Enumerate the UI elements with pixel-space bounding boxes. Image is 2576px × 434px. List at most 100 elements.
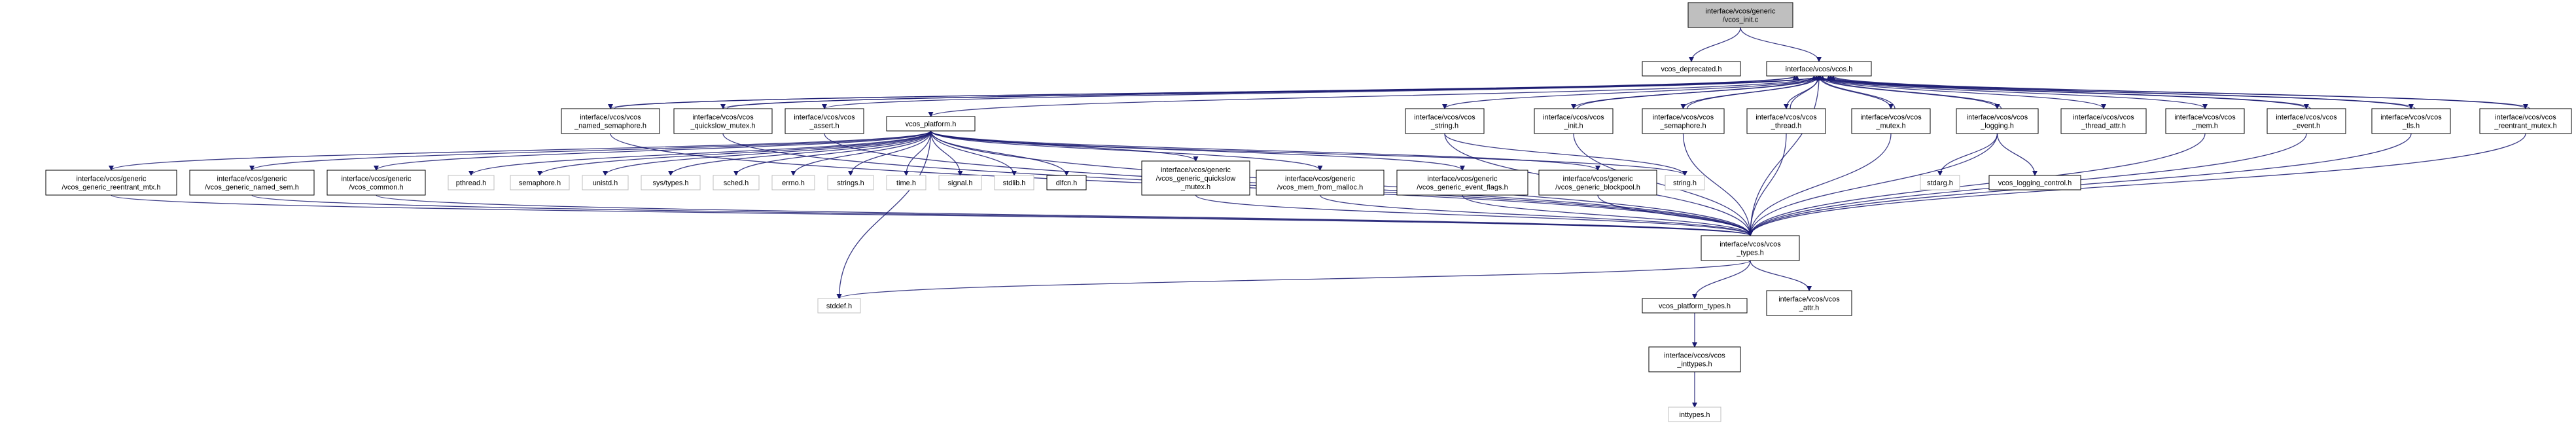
node-generic-vcos-common-h[interactable]: interface/vcos/generic/vcos_common.h bbox=[326, 170, 426, 196]
node-dlfcn-h[interactable]: dlfcn.h bbox=[1046, 175, 1087, 190]
node-vcos-string-h[interactable]: interface/vcos/vcos_string.h bbox=[1405, 108, 1485, 134]
node-label: _thread.h bbox=[1771, 122, 1801, 130]
node-label: sys/types.h bbox=[652, 179, 688, 187]
node-vcos-thread-h[interactable]: interface/vcos/vcos_thread.h bbox=[1746, 108, 1826, 134]
node-generic-mem-from-malloc-h[interactable]: interface/vcos/generic/vcos_mem_from_mal… bbox=[1256, 170, 1385, 196]
node-box bbox=[1396, 170, 1528, 196]
node-box bbox=[189, 170, 315, 196]
node-vcos-platform-types-h[interactable]: vcos_platform_types.h bbox=[1642, 298, 1748, 314]
node-vcos-inttypes-h[interactable]: interface/vcos/vcos_inttypes.h bbox=[1648, 346, 1741, 372]
node-strings-h[interactable]: strings.h bbox=[827, 175, 874, 190]
node-stddef-h[interactable]: stddef.h bbox=[817, 298, 861, 314]
include-edge bbox=[1818, 75, 2106, 109]
node-box bbox=[1988, 175, 2081, 190]
include-edge bbox=[1692, 260, 1751, 299]
node-semaphore-h[interactable]: semaphore.h bbox=[510, 175, 570, 190]
node-vcos-semaphore-h[interactable]: interface/vcos/vcos_semaphore.h bbox=[1642, 108, 1725, 134]
include-edge bbox=[468, 130, 932, 176]
node-vcos-init-h[interactable]: interface/vcos/vcos_init.h bbox=[1534, 108, 1614, 134]
include-edge bbox=[822, 75, 1820, 109]
dependency-nodes: interface/vcos/generic/vcos_init.c vcos_d… bbox=[45, 2, 2572, 422]
node-errno-h[interactable]: errno.h bbox=[771, 175, 815, 190]
node-label: sched.h bbox=[724, 179, 749, 187]
node-label: interface/vcos/vcos bbox=[2276, 114, 2337, 122]
node-box bbox=[641, 175, 701, 190]
include-edge bbox=[376, 194, 1753, 236]
node-inttypes-h[interactable]: inttypes.h bbox=[1668, 407, 1721, 422]
include-edge bbox=[1573, 133, 1753, 236]
node-vcos-event-h[interactable]: interface/vcos/vcos_event.h bbox=[2267, 108, 2346, 134]
node-label: interface/vcos/vcos.h bbox=[1786, 65, 1853, 73]
node-vcos-named-semaphore-h[interactable]: interface/vcos/vcos_named_semaphore.h bbox=[561, 108, 660, 134]
node-label: _string.h bbox=[1430, 122, 1458, 130]
include-edge bbox=[1826, 75, 2311, 109]
node-vcos-assert-h[interactable]: interface/vcos/vcos_assert.h bbox=[785, 108, 864, 134]
node-vcos-mem-h[interactable]: interface/vcos/vcos_mem.h bbox=[2165, 108, 2245, 134]
node-vcos-logging-control-h[interactable]: vcos_logging_control.h bbox=[1988, 175, 2081, 190]
node-string-h[interactable]: string.h bbox=[1665, 175, 1705, 190]
include-edge bbox=[1820, 75, 2002, 109]
node-label: interface/vcos/vcos bbox=[2073, 114, 2134, 122]
node-label: _assert.h bbox=[809, 122, 839, 130]
node-label: _logging.h bbox=[1980, 122, 2014, 130]
node-box bbox=[2267, 108, 2346, 134]
node-box bbox=[1642, 108, 1725, 134]
node-vcos-reentrant-mutex-h[interactable]: interface/vcos/vcos_reentrant_mutex.h bbox=[2479, 108, 2572, 134]
node-vcos-quickslow-mutex-h[interactable]: interface/vcos/vcos_quickslow_mutex.h bbox=[673, 108, 773, 134]
node-signal-h[interactable]: signal.h bbox=[938, 175, 982, 190]
node-vcos-tls-h[interactable]: interface/vcos/vcos_tls.h bbox=[2371, 108, 2451, 134]
node-label: stdarg.h bbox=[1927, 179, 1953, 187]
node-box bbox=[1256, 170, 1385, 196]
include-edge bbox=[1818, 75, 2208, 109]
node-vcos-thread-attr-h[interactable]: interface/vcos/vcos_thread_attr.h bbox=[2060, 108, 2147, 134]
node-pthread-h[interactable]: pthread.h bbox=[448, 175, 495, 190]
node-box bbox=[2479, 108, 2572, 134]
node-vcos-types-h[interactable]: interface/vcos/vcos_types.h bbox=[1701, 235, 1800, 261]
node-vcos-mutex-h[interactable]: interface/vcos/vcos_mutex.h bbox=[1851, 108, 1931, 134]
node-vcos-attr-h[interactable]: interface/vcos/vcos_attr.h bbox=[1766, 290, 1852, 316]
node-label: interface/vcos/vcos bbox=[2495, 114, 2556, 122]
node-vcos-deprecated-h[interactable]: vcos_deprecated.h bbox=[1642, 61, 1741, 77]
node-vcos-h[interactable]: interface/vcos/vcos.h bbox=[1766, 61, 1872, 77]
node-box bbox=[582, 175, 629, 190]
include-edge bbox=[668, 130, 932, 176]
node-label: string.h bbox=[1673, 179, 1697, 187]
node-label: interface/vcos/vcos bbox=[794, 114, 855, 122]
node-generic-reentrant-mtx-h[interactable]: interface/vcos/generic/vcos_generic_reen… bbox=[45, 170, 177, 196]
node-time-h[interactable]: time.h bbox=[886, 175, 926, 190]
node-stdarg-h[interactable]: stdarg.h bbox=[1920, 175, 1960, 190]
node-stdlib-h[interactable]: stdlib.h bbox=[994, 175, 1034, 190]
node-generic-named-sem-h[interactable]: interface/vcos/generic/vcos_generic_name… bbox=[189, 170, 315, 196]
node-label: interface/vcos/vcos bbox=[1414, 114, 1475, 122]
node-box bbox=[1538, 170, 1657, 196]
node-generic-event-flags-h[interactable]: interface/vcos/generic/vcos_generic_even… bbox=[1396, 170, 1528, 196]
node-unistd-h[interactable]: unistd.h bbox=[582, 175, 629, 190]
node-label: interface/vcos/vcos bbox=[1543, 114, 1604, 122]
node-label: /vcos_generic_quickslow bbox=[1156, 175, 1236, 183]
node-box bbox=[1046, 175, 1087, 190]
node-label: interface/vcos/vcos bbox=[2174, 114, 2236, 122]
node-label: _init.h bbox=[1563, 122, 1583, 130]
node-generic-quickslow-mutex-h[interactable]: interface/vcos/generic/vcos_generic_quic… bbox=[1141, 160, 1250, 196]
node-box bbox=[771, 175, 815, 190]
node-vcos-logging-h[interactable]: interface/vcos/vcos_logging.h bbox=[1956, 108, 2039, 134]
include-edge bbox=[726, 75, 1800, 109]
node-label: /vcos_init.c bbox=[1723, 16, 1759, 24]
node-box bbox=[1701, 235, 1800, 261]
node-vcos-init-c[interactable]: interface/vcos/generic/vcos_init.c bbox=[1687, 2, 1793, 28]
node-vcos-platform-h[interactable]: vcos_platform.h bbox=[886, 116, 976, 132]
node-label: interface/vcos/generic bbox=[217, 175, 287, 183]
node-label: interface/vcos/vcos bbox=[1967, 114, 2028, 122]
node-label: vcos_platform_types.h bbox=[1659, 302, 1731, 310]
node-sched-h[interactable]: sched.h bbox=[713, 175, 760, 190]
node-box bbox=[1642, 61, 1741, 77]
include-edge bbox=[1996, 133, 2038, 176]
node-generic-blockpool-h[interactable]: interface/vcos/generic/vcos_generic_bloc… bbox=[1538, 170, 1657, 196]
include-edge bbox=[848, 130, 932, 176]
node-label: vcos_platform.h bbox=[906, 120, 957, 128]
include-edge bbox=[1748, 75, 1820, 236]
include-edge bbox=[1937, 133, 1998, 176]
include-edge bbox=[1748, 133, 2526, 236]
node-sys-types-h[interactable]: sys/types.h bbox=[641, 175, 701, 190]
